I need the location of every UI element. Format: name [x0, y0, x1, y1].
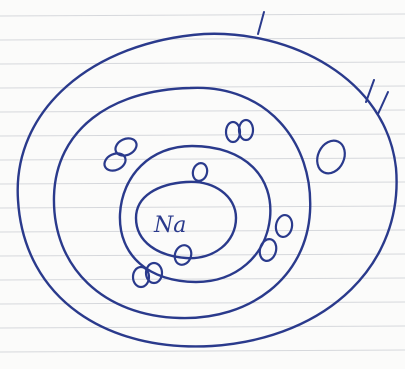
- electron: [191, 161, 209, 182]
- electron: [239, 120, 253, 140]
- electron: [257, 237, 278, 262]
- electron: [102, 150, 129, 174]
- electron: [312, 136, 350, 178]
- nucleus-label: Na: [153, 213, 186, 238]
- electron: [226, 122, 240, 142]
- outer-shell-ring: [18, 34, 397, 347]
- electron: [113, 135, 140, 159]
- electron: [274, 214, 294, 238]
- middle-shell-ring: [54, 88, 310, 318]
- shell-3-electrons: [312, 136, 350, 178]
- edge-double-tick-mark: [366, 80, 388, 114]
- edge-tick-mark: [258, 12, 264, 34]
